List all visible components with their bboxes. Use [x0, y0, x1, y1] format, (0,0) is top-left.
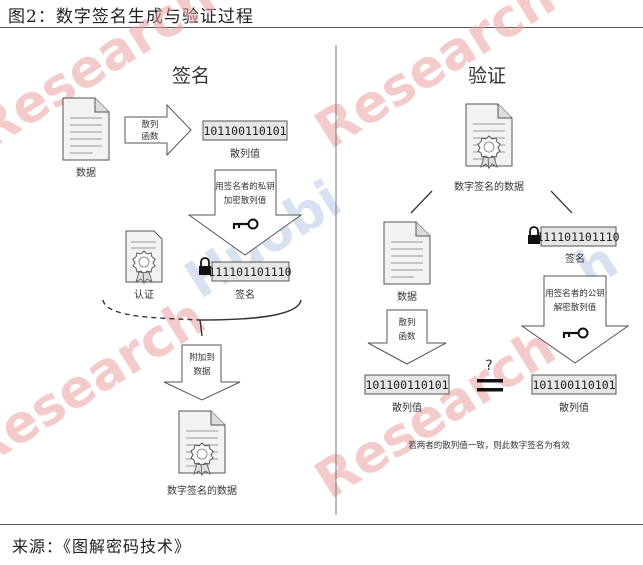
right-hash-function-arrow: [367, 309, 447, 365]
brace-solid-branch: [199, 299, 302, 321]
right-hash-value-right-label: 散列值: [559, 401, 589, 414]
split-line-right: [550, 190, 573, 214]
decrypt-arrow-line2: 解密散列值: [554, 302, 597, 313]
watermark-layer: Research Research Research Research Huob…: [0, 0, 628, 511]
right-data-document-icon: [383, 221, 431, 285]
right-hash-value-left: 101100110101: [365, 378, 448, 392]
decrypt-arrow-line1: 用签名者的公钥: [545, 288, 605, 299]
left-hash-value: 101100110101: [203, 124, 286, 138]
brace-dashed-branch: [102, 299, 201, 321]
split-line-left: [410, 190, 433, 214]
right-hash-value-left-box: [364, 374, 450, 395]
left-signature-value: 111101101110: [208, 265, 291, 279]
top-rule: [0, 27, 643, 28]
left-signature-label: 签名: [235, 288, 255, 301]
right-signature-box: [540, 226, 617, 247]
equals-bar-top: [477, 379, 503, 383]
left-section-title: 签名: [172, 65, 210, 87]
bottom-rule: [0, 524, 643, 525]
right-signature-label: 签名: [565, 252, 585, 265]
left-hash-arrow-line2: 函数: [141, 131, 159, 142]
right-hash-arrow-line1: 散列: [398, 317, 415, 328]
left-hash-function-arrow: [124, 103, 192, 157]
left-hash-value-box: [202, 120, 288, 141]
decrypt-arrow: [520, 275, 630, 364]
left-signature-box: [211, 261, 290, 282]
left-encrypt-arrow-line1: 用签名者的私钥: [215, 181, 275, 192]
right-hash-value-right-box: [531, 374, 617, 395]
brace-tip: [199, 319, 203, 337]
right-data-label: 数据: [397, 290, 417, 303]
right-signature-value: 111101101110: [536, 230, 619, 244]
equals-bar-bottom: [477, 388, 503, 392]
left-hash-value-label: 散列值: [230, 147, 260, 160]
right-section-title: 验证: [468, 65, 506, 87]
left-encrypt-arrow-line2: 加密散列值: [224, 195, 267, 206]
right-hash-value-left-label: 散列值: [392, 401, 422, 414]
right-hash-value-right: 101100110101: [532, 378, 615, 392]
right-signed-data-label: 数字签名的数据: [454, 180, 524, 193]
conclusion-text: 若两者的散列值一致，则此数字签名为有效: [408, 440, 570, 451]
left-data-document-icon: [62, 97, 110, 161]
attach-arrow: [163, 344, 241, 401]
left-encrypt-arrow: [187, 169, 303, 256]
source-note: 来源：《图解密码技术》: [12, 537, 192, 556]
left-data-label: 数据: [76, 166, 96, 179]
attach-arrow-line2: 数据: [193, 366, 211, 377]
figure-title: 图2：数字签名生成与验证过程: [8, 7, 254, 27]
cert-label: 认证: [134, 288, 154, 301]
left-hash-arrow-line1: 散列: [141, 119, 158, 130]
right-hash-arrow-line2: 函数: [398, 331, 416, 342]
watermark-research-2: Research: [305, 0, 566, 161]
left-signed-data-label: 数字签名的数据: [167, 484, 237, 497]
attach-arrow-line1: 附加到: [189, 352, 215, 363]
compare-question-mark: ?: [485, 358, 492, 374]
